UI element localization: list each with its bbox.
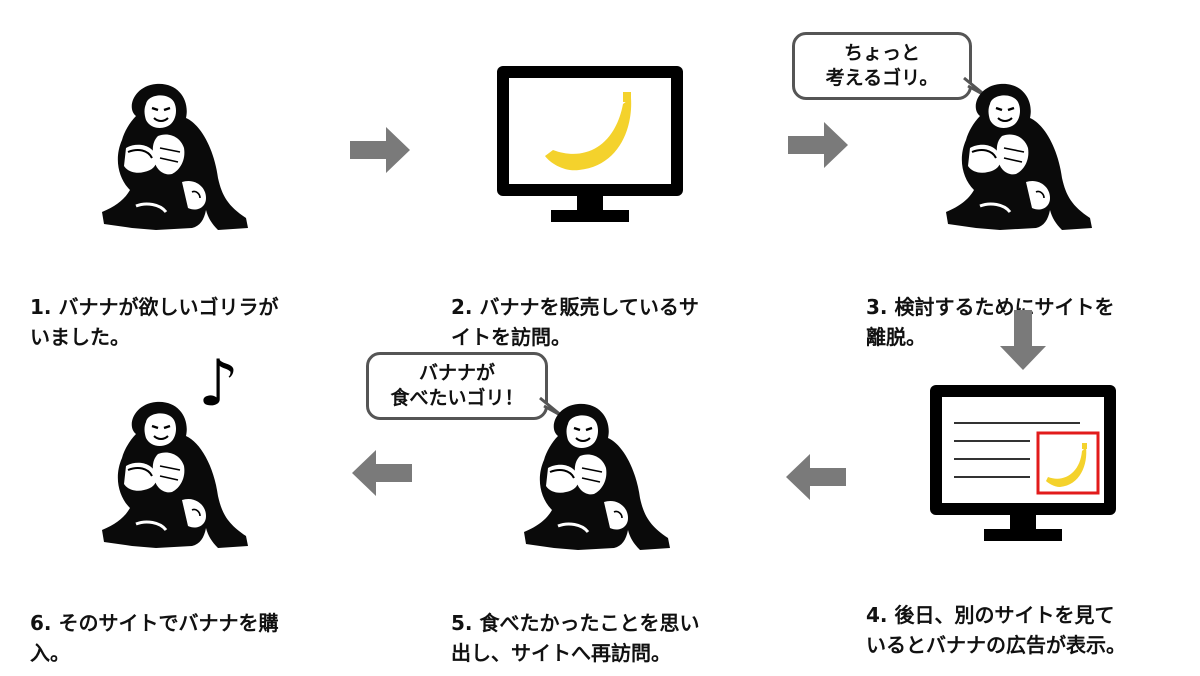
step-5-caption: 5. 食べたかったことを思い 出し、サイトへ再訪問。	[451, 578, 699, 668]
step-5-text: 食べたかったことを思い 出し、サイトへ再訪問。	[451, 611, 700, 665]
step-1-text: バナナが欲しいゴリラが いました。	[30, 295, 279, 349]
speech-bubble-think: ちょっと 考えるゴリ。	[792, 32, 972, 100]
step-5-number: 5.	[451, 611, 473, 635]
ad-banana-icon	[1046, 443, 1087, 487]
arrow-left-2	[352, 450, 412, 496]
step-1-number: 1.	[30, 295, 52, 319]
step-3-text: 検討するためにサイトを 離脱。	[866, 295, 1115, 349]
step-6-text: そのサイトでバナナを購 入。	[30, 611, 279, 665]
step-1-caption: 1. バナナが欲しいゴリラが いました。	[30, 262, 278, 352]
speech-bubble-want: バナナが 食べたいゴリ！	[366, 352, 548, 420]
step-3-caption: 3. 検討するためにサイトを 離脱。	[866, 262, 1114, 352]
step-6-number: 6.	[30, 611, 52, 635]
step-2-text: バナナを販売しているサ イトを訪問。	[451, 295, 699, 349]
step-4-number: 4.	[866, 603, 888, 627]
arrow-down	[1000, 310, 1046, 370]
step-2-number: 2.	[451, 295, 473, 319]
step-3-number: 3.	[866, 295, 888, 319]
gorilla-5-image	[522, 402, 672, 552]
monitor-ad-image	[930, 385, 1116, 541]
arrow-right-2	[788, 122, 848, 168]
step-6-caption: 6. そのサイトでバナナを購 入。	[30, 578, 278, 668]
step-4-caption: 4. 後日、別のサイトを見て いるとバナナの広告が表示。	[866, 570, 1126, 660]
banana-icon	[545, 92, 632, 171]
step-4-text: 後日、別のサイトを見て いるとバナナの広告が表示。	[866, 603, 1126, 657]
monitor-banana-image	[497, 66, 683, 222]
gorilla-3-image	[944, 82, 1094, 232]
arrow-left-1	[786, 454, 846, 500]
music-note-icon: ♪	[198, 347, 239, 421]
gorilla-1-image	[100, 82, 250, 232]
text-lines-icon	[954, 422, 1080, 478]
step-2-caption: 2. バナナを販売しているサ イトを訪問。	[451, 262, 699, 352]
arrow-right-1	[350, 127, 410, 173]
